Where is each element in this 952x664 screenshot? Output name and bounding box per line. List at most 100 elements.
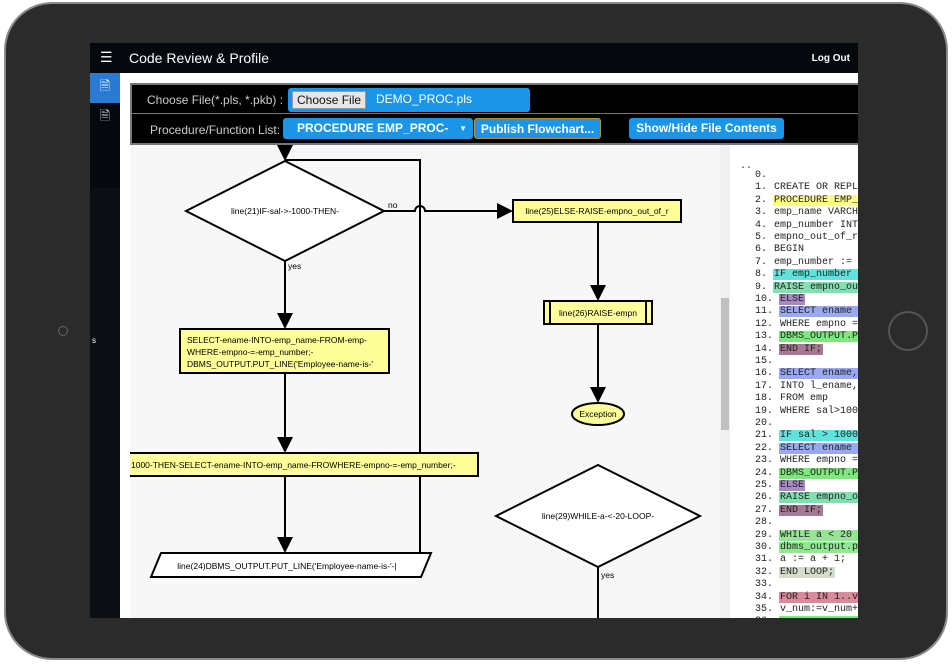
sidebar-item-file-2[interactable]: 🗎 <box>90 103 120 133</box>
code-text <box>779 616 858 618</box>
sidebar-item-file-1[interactable]: 🗎 <box>90 73 120 103</box>
code-line: 17.INTO l_ename, <box>730 381 858 393</box>
line-number: 10. <box>754 294 773 305</box>
line-number: 3. <box>754 207 767 219</box>
code-text <box>779 579 781 590</box>
code-text: IF emp_number > <box>773 269 858 281</box>
camera-icon <box>58 326 68 336</box>
code-line: 30.dbms_output.put <box>730 542 858 554</box>
code-line: 8. IF emp_number > <box>730 269 858 281</box>
line-number: 31. <box>754 554 773 566</box>
choose-file-button[interactable]: Choose File <box>292 91 367 109</box>
code-line: 29.WHILE a < 20 LOOP <box>730 529 858 542</box>
file-label: Choose File(*.pls, *.pkb) : <box>147 93 284 107</box>
code-text: END IF; <box>779 343 824 355</box>
code-text: RAISE empno_out_of <box>773 281 858 293</box>
code-line: 22.SELECT ename INTO <box>730 442 858 455</box>
code-text: SELECT ename, sal <box>779 368 858 380</box>
code-line: 2.PROCEDURE EMP_PROC <box>730 194 858 207</box>
line-number: 24. <box>754 467 773 479</box>
code-text: INTO l_ename, <box>780 380 858 392</box>
line-number: 1. <box>754 182 767 194</box>
code-text: emp_number := <box>774 256 858 268</box>
code-line: 20. <box>730 418 781 430</box>
code-line: 32.END LOOP; <box>730 566 836 579</box>
code-line: 26.RAISE empno_out <box>730 492 858 504</box>
hamburger-icon[interactable]: ☰ <box>100 49 113 65</box>
line-number: 23. <box>754 455 773 467</box>
code-text: empno_out_of_range <box>774 232 858 243</box>
code-line: 6. BEGIN <box>730 244 805 256</box>
procedure-list-label: Procedure/Function List: <box>150 123 281 137</box>
process-label: SELECT-ename-INTO-emp_name-FROM-emp- <box>187 335 367 345</box>
code-text: WHERE empno = <box>780 318 858 330</box>
code-line: 27. END IF; <box>730 504 824 517</box>
code-line: 23. WHERE empno = <box>730 455 858 467</box>
line-number: 16. <box>754 368 773 380</box>
code-text: DBMS_OUTPUT.PUT <box>779 331 858 343</box>
subroutine-node[interactable] <box>543 300 653 325</box>
procedure-select-value: PROCEDURE EMP_PROC- <box>297 121 449 135</box>
line-number: 8. <box>754 269 767 281</box>
line-number: 30. <box>754 542 773 553</box>
process-node[interactable] <box>512 199 682 223</box>
yes-label: yes <box>288 261 301 271</box>
decision-node[interactable] <box>183 159 387 263</box>
code-line: 21.IF sal > 1000 <box>730 430 858 442</box>
code-text: SELECT ename INTO <box>779 306 858 318</box>
code-text: CREATE OR REPLACE <box>774 182 858 194</box>
code-line: 5. empno_out_of_range <box>730 232 858 244</box>
process-node[interactable] <box>179 328 390 374</box>
sidebar: 🗎 🗎 s <box>90 73 120 618</box>
file-input[interactable]: Choose File DEMO_PROC.pls <box>288 88 530 112</box>
line-number: 19. <box>754 405 773 417</box>
scrollbar-thumb[interactable] <box>721 298 729 430</box>
home-button[interactable] <box>888 311 928 351</box>
code-line: 15. <box>730 356 781 368</box>
line-number: 26. <box>754 492 773 504</box>
line-number: 4. <box>754 219 767 231</box>
show-hide-file-button[interactable]: Show/Hide File Contents <box>629 118 784 139</box>
output-node[interactable] <box>149 552 433 578</box>
logout-link[interactable]: Log Out <box>811 53 850 64</box>
flowchart-scrollbar[interactable] <box>720 145 730 618</box>
line-number: 6. <box>754 244 767 256</box>
code-line: 12.WHERE empno = <box>730 319 858 331</box>
code-header: .. <box>740 161 753 172</box>
process-label: line(25)ELSE-RAISE-empno_out_of_r <box>525 206 668 216</box>
code-text <box>779 517 781 528</box>
procedure-select[interactable]: PROCEDURE EMP_PROC-▼ <box>283 118 473 139</box>
output-label: line(24)DBMS_OUTPUT.PUT_LINE('Employee-n… <box>177 561 396 571</box>
decision-node[interactable] <box>493 463 703 569</box>
code-line: 25.ELSE <box>730 480 806 492</box>
process-label: WHERE-empno-=-emp_number;- <box>187 347 314 357</box>
code-text: END IF; <box>779 504 824 516</box>
code-line: 31. a := a + 1; <box>730 554 847 566</box>
code-line: 1. CREATE OR REPLACE <box>730 182 858 194</box>
code-text: WHERE empno = <box>780 455 858 467</box>
line-number: 36. <box>730 616 779 618</box>
decision-label: line(21)IF-sal->-1000-THEN- <box>231 206 339 216</box>
code-text: FROM emp <box>780 393 829 405</box>
yes-label: yes <box>601 570 614 580</box>
line-number: 34. <box>754 591 773 603</box>
code-line: 36. <box>730 616 858 618</box>
line-number: 5. <box>754 232 767 243</box>
code-line: 34.FOR i IN 1..v_ <box>730 591 858 604</box>
code-text: ELSE <box>779 480 806 491</box>
code-text <box>779 356 781 367</box>
file-icon: 🗎 <box>99 108 111 123</box>
code-text: BEGIN <box>774 244 805 256</box>
code-line: 19. WHERE sal>1000 <box>730 406 858 418</box>
no-label: no <box>388 200 398 210</box>
line-number: 32. <box>754 566 773 578</box>
code-text: a := a + 1; <box>780 554 847 566</box>
line-number: 22. <box>754 442 773 454</box>
terminal-node[interactable] <box>571 402 625 426</box>
process-label: DBMS_OUTPUT.PUT_LINE('Employee-name-is-' <box>187 359 373 369</box>
line-number: 27. <box>754 504 773 516</box>
line-number: 11. <box>754 306 773 318</box>
code-text: WHERE sal>1000 <box>780 405 858 417</box>
publish-flowchart-button[interactable]: Publish Flowchart... <box>474 118 601 139</box>
file-name: DEMO_PROC.pls <box>376 92 473 106</box>
